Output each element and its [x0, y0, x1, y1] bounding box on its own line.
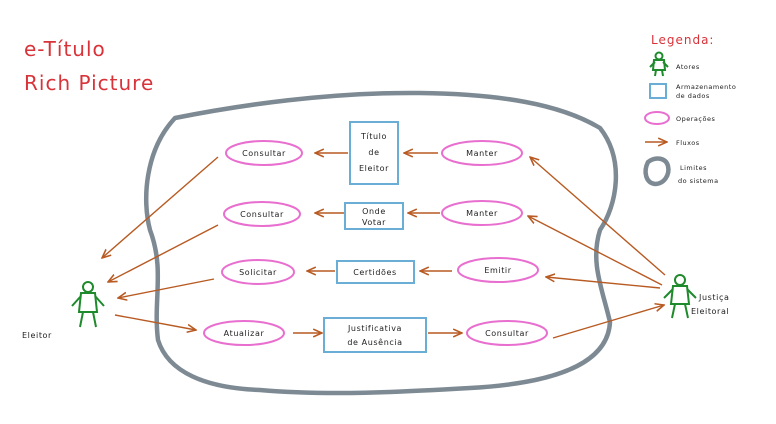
legend-limits-label-1: Limites — [680, 164, 707, 172]
operation-label: Solicitar — [239, 268, 277, 277]
legend-operations-label: Operações — [676, 115, 715, 123]
store-titulo-de-eleitor: Título de Eleitor — [349, 121, 399, 185]
operation-emitir: Emitir — [457, 257, 539, 283]
flow-consultar2-eleitor — [108, 224, 219, 282]
svg-text:Justificativa: Justificativa — [347, 324, 402, 333]
legend-store-swatch — [649, 83, 667, 99]
operation-manter-1: Manter — [441, 140, 523, 166]
legend-flows-label: Fluxos — [676, 139, 700, 147]
operation-manter-2: Manter — [441, 200, 523, 226]
svg-text:Onde: Onde — [362, 207, 386, 216]
actor-justica-label-line2: Eleitoral — [691, 307, 729, 316]
operation-solicitar: Solicitar — [221, 259, 295, 285]
legend-boundary-swatch — [643, 156, 671, 187]
operation-consultar-3: Consultar — [466, 320, 548, 346]
flow-justica-manter2 — [528, 216, 663, 286]
actor-justica-label-line1: Justiça — [698, 293, 729, 302]
actor-eleitor-icon — [71, 281, 105, 328]
actor-justica-eleitoral-icon — [663, 274, 697, 319]
store-certidoes: Certidões — [336, 260, 415, 284]
legend-limits-label-2: do sistema — [678, 177, 719, 185]
legend: Legenda: Atores Armazenamento de dados O… — [643, 33, 736, 187]
legend-storage-label-1: Armazenamento — [676, 83, 736, 91]
legend-heading: Legenda: — [651, 33, 714, 47]
system-boundary — [144, 90, 619, 396]
operation-label: Consultar — [485, 329, 529, 338]
operation-label: Consultar — [242, 149, 286, 158]
diagram-title: e-Título — [24, 37, 106, 61]
operation-consultar-2: Consultar — [223, 201, 301, 227]
flow-justica-manter1 — [530, 157, 666, 276]
flow-eleitor-atualizar — [114, 314, 196, 330]
diagram-subtitle: Rich Picture — [24, 71, 154, 95]
operation-label: Manter — [466, 149, 498, 158]
operation-label: Consultar — [240, 210, 284, 219]
svg-text:de Ausência: de Ausência — [347, 337, 402, 347]
store-onde-votar: Onde Votar — [344, 202, 404, 230]
operation-consultar-1: Consultar — [225, 140, 303, 166]
operation-label: Manter — [466, 209, 498, 218]
legend-operation-swatch — [644, 111, 670, 125]
operation-label: Atualizar — [224, 329, 265, 338]
store-justificativa-de-ausencia: Justificativa de Ausência — [323, 317, 427, 353]
legend-storage-label-2: de dados — [676, 92, 710, 100]
svg-text:Eleitor: Eleitor — [359, 164, 389, 173]
svg-text:Título: Título — [360, 132, 387, 141]
flow-consultar3-justica — [552, 305, 664, 339]
svg-text:Certidões: Certidões — [353, 268, 397, 277]
legend-actors-label: Atores — [676, 63, 700, 71]
flow-consultar1-eleitor — [102, 156, 219, 258]
flow-solicitar-eleitor — [118, 278, 215, 298]
svg-text:de: de — [368, 148, 379, 157]
legend-actor-icon — [649, 51, 669, 77]
flows — [102, 153, 666, 339]
svg-text:Votar: Votar — [362, 218, 386, 227]
actor-eleitor-label: Eleitor — [22, 331, 52, 340]
operation-label: Emitir — [484, 266, 511, 275]
flow-justica-emitir — [546, 277, 661, 289]
operation-atualizar: Atualizar — [203, 320, 285, 346]
